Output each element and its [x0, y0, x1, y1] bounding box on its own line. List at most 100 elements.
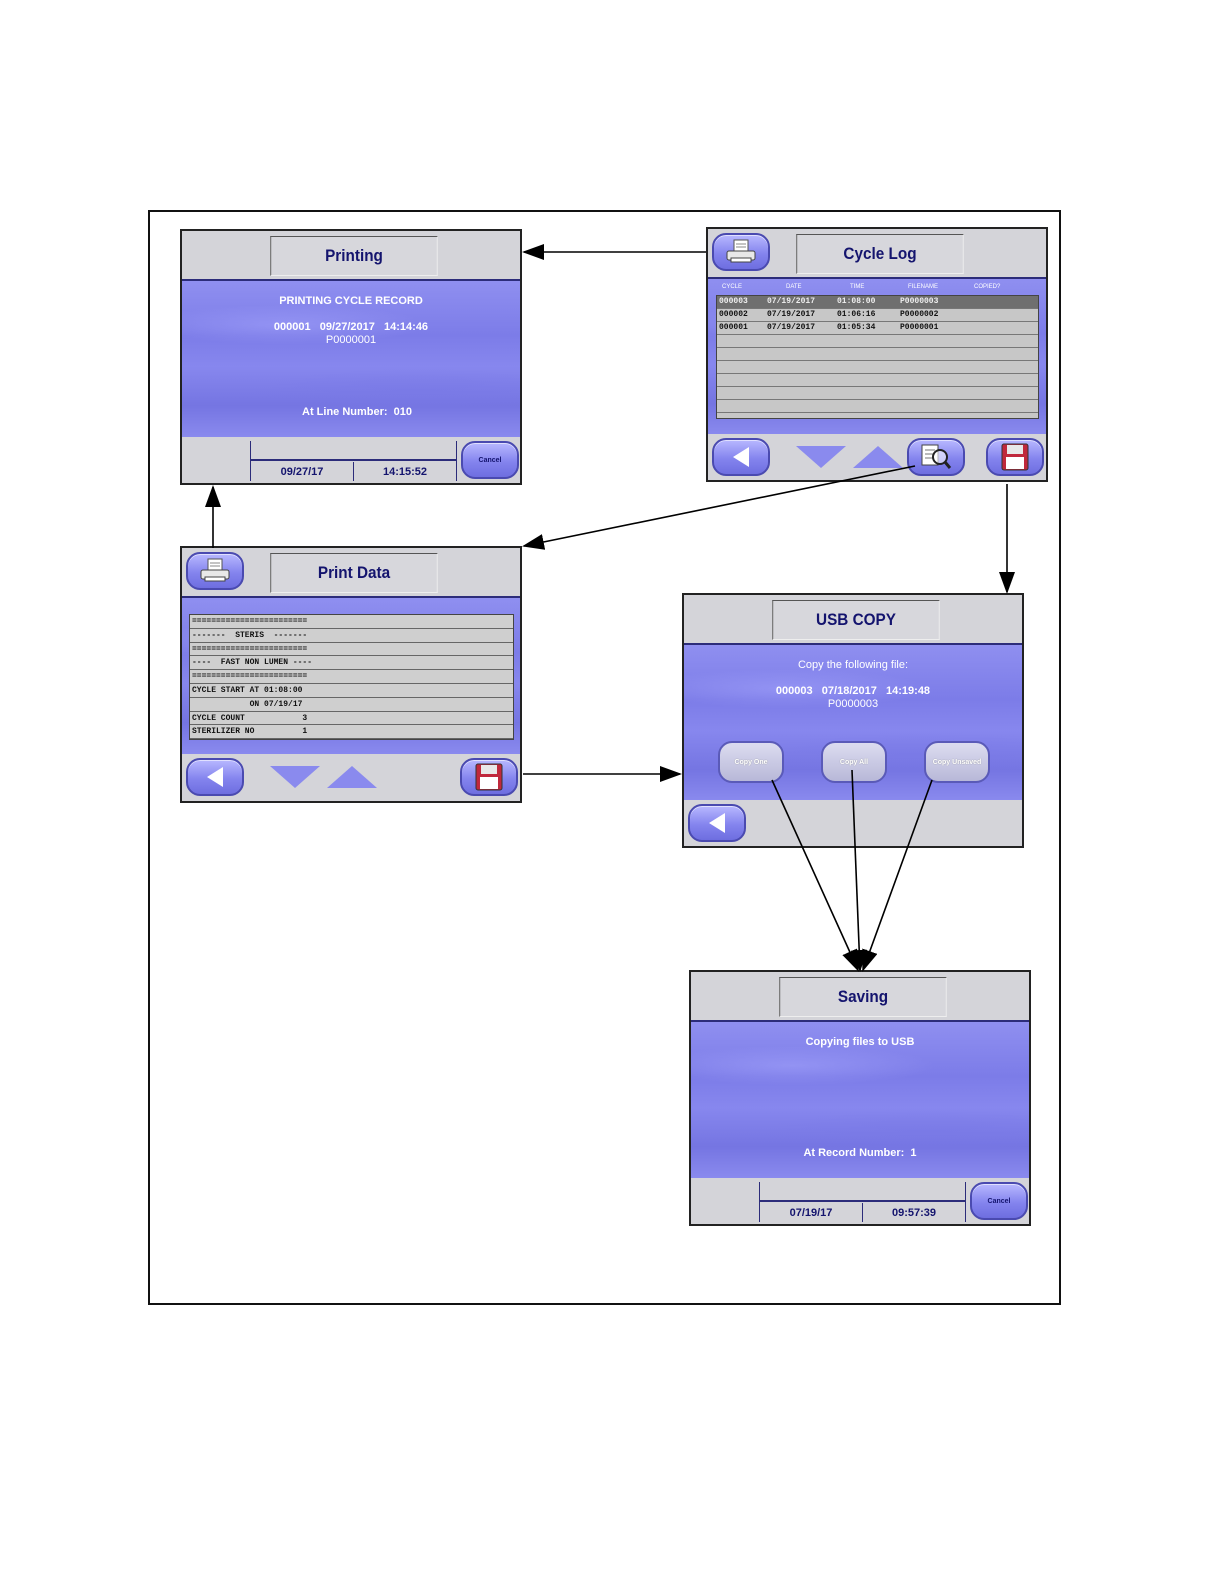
floppy-disk-icon — [1001, 443, 1029, 471]
scroll-up-icon[interactable] — [327, 766, 377, 788]
column-copied: COPIED? — [974, 284, 1001, 290]
row-time: 01:06:16 — [837, 310, 876, 319]
scroll-down-icon[interactable] — [796, 446, 846, 468]
row-cycle: 000002 — [719, 310, 748, 319]
row-time: 01:05:34 — [837, 323, 876, 332]
list-item: ON 07/19/17 — [190, 698, 513, 712]
usb-copy-body: Copy the following file: 000003 07/18/20… — [684, 645, 1022, 803]
printing-time: 14:15:52 — [382, 466, 428, 478]
print-data-save-button[interactable] — [460, 758, 518, 796]
diagram-frame — [148, 210, 1061, 1305]
back-arrow-icon — [709, 813, 725, 833]
table-row[interactable]: 000001 07/19/2017 01:05:34 P0000001 — [717, 322, 1038, 335]
cycle-log-body: CYCLE DATE TIME FILENAME COPIED? 000003 … — [708, 279, 1046, 437]
printing-date: 09/27/17 — [280, 466, 324, 478]
copy-all-button[interactable]: Copy All — [821, 741, 887, 783]
saving-body: Copying files to USB At Record Number: 1 — [691, 1022, 1029, 1180]
scroll-up-icon[interactable] — [853, 446, 903, 468]
print-data-body: ======================== ------- STERIS … — [182, 598, 520, 756]
row-cycle: 000003 — [719, 297, 748, 306]
usb-copy-screen: USB COPY Copy the following file: 000003… — [682, 593, 1024, 848]
row-cycle: 000001 — [719, 323, 748, 332]
saving-footer: 07/19/17 09:57:39 Cancel — [691, 1178, 1029, 1224]
saving-header: Saving — [691, 972, 1029, 1022]
table-row[interactable]: 000003 07/19/2017 01:08:00 P0000003 — [717, 296, 1038, 309]
back-arrow-icon — [733, 447, 749, 467]
printing-cancel-button[interactable]: Cancel — [461, 441, 519, 479]
usb-copy-title: USB COPY — [772, 600, 940, 640]
copy-one-button[interactable]: Copy One — [718, 741, 784, 783]
cycle-log-header: Cycle Log — [708, 229, 1046, 279]
cycle-log-print-button[interactable] — [712, 233, 770, 271]
table-row-empty[interactable] — [717, 387, 1038, 400]
printing-title: Printing — [270, 236, 438, 276]
row-file: P0000002 — [900, 310, 939, 319]
list-item: STERILIZER NO 1 — [190, 725, 513, 740]
usb-copy-prompt: Copy the following file: — [797, 659, 909, 671]
scroll-down-icon[interactable] — [270, 766, 320, 788]
list-item: CYCLE COUNT 3 — [190, 712, 513, 726]
magnifier-document-icon — [921, 444, 952, 469]
saving-time: 09:57:39 — [891, 1207, 937, 1219]
saving-status: Copying files to USB — [805, 1036, 915, 1048]
list-item: ======================== — [190, 643, 513, 657]
floppy-disk-icon — [475, 763, 503, 791]
cycle-log-view-button[interactable] — [907, 438, 965, 476]
printing-screen: Printing PRINTING CYCLE RECORD 000001 09… — [180, 229, 522, 485]
table-row-empty[interactable] — [717, 348, 1038, 361]
cycle-log-table: 000003 07/19/2017 01:08:00 P0000003 0000… — [716, 295, 1039, 419]
list-item: ---- FAST NON LUMEN ---- — [190, 656, 513, 671]
column-cycle: CYCLE — [722, 284, 743, 290]
table-row[interactable]: 000002 07/19/2017 01:06:16 P0000002 — [717, 309, 1038, 322]
usb-copy-footer — [684, 800, 1022, 846]
row-date: 07/19/2017 — [767, 310, 816, 319]
list-item: ======================== — [190, 670, 513, 684]
cycle-log-footer — [708, 434, 1046, 480]
cycle-log-save-button[interactable] — [986, 438, 1044, 476]
row-time: 01:08:00 — [837, 297, 876, 306]
list-item: ======================== — [190, 615, 513, 629]
cycle-log-screen: Cycle Log CYCLE DATE TIME FILENAME COPIE… — [706, 227, 1048, 482]
printing-datetime: 09/27/17 14:15:52 — [250, 441, 457, 481]
column-filename: FILENAME — [908, 284, 939, 290]
table-row-empty[interactable] — [717, 400, 1038, 413]
copy-unsaved-button[interactable]: Copy Unsaved — [924, 741, 990, 783]
saving-datetime: 07/19/17 09:57:39 — [759, 1182, 966, 1222]
printer-icon — [726, 239, 756, 263]
cycle-log-column-headers: CYCLE DATE TIME FILENAME COPIED? — [716, 284, 1039, 294]
printing-file: P0000001 — [325, 334, 377, 346]
column-date: DATE — [786, 284, 802, 290]
table-row-empty[interactable] — [717, 335, 1038, 348]
usb-copy-file: P0000003 — [827, 698, 879, 710]
print-data-screen: Print Data ======================== ----… — [180, 546, 522, 803]
print-data-title: Print Data — [270, 553, 438, 593]
printing-footer: 09/27/17 14:15:52 Cancel — [182, 437, 520, 483]
printing-line-number: At Line Number: 010 — [302, 406, 413, 418]
saving-cancel-button[interactable]: Cancel — [970, 1182, 1028, 1220]
usb-copy-back-button[interactable] — [688, 804, 746, 842]
table-row-empty[interactable] — [717, 361, 1038, 374]
list-item: ------- STERIS ------- — [190, 629, 513, 643]
print-data-back-button[interactable] — [186, 758, 244, 796]
back-arrow-icon — [207, 767, 223, 787]
row-date: 07/19/2017 — [767, 297, 816, 306]
saving-date: 07/19/17 — [789, 1207, 833, 1219]
usb-copy-header: USB COPY — [684, 595, 1022, 645]
print-data-listing: ======================== ------- STERIS … — [189, 614, 514, 740]
cycle-log-back-button[interactable] — [712, 438, 770, 476]
usb-copy-record-line: 000003 07/18/2017 14:19:48 — [775, 685, 931, 697]
print-data-footer — [182, 754, 520, 801]
printing-record-line: 000001 09/27/2017 14:14:46 — [273, 321, 429, 333]
saving-title: Saving — [779, 977, 947, 1017]
table-row-empty[interactable] — [717, 374, 1038, 387]
printing-heading: PRINTING CYCLE RECORD — [279, 295, 423, 307]
printing-header: Printing — [182, 231, 520, 281]
list-item: CYCLE START AT 01:08:00 — [190, 684, 513, 698]
row-file: P0000003 — [900, 297, 939, 306]
cycle-log-title: Cycle Log — [796, 234, 964, 274]
print-data-print-button[interactable] — [186, 552, 244, 590]
printing-body: PRINTING CYCLE RECORD 000001 09/27/2017 … — [182, 281, 520, 439]
saving-record-number: At Record Number: 1 — [803, 1147, 917, 1159]
column-time: TIME — [850, 284, 865, 290]
print-data-header: Print Data — [182, 548, 520, 598]
